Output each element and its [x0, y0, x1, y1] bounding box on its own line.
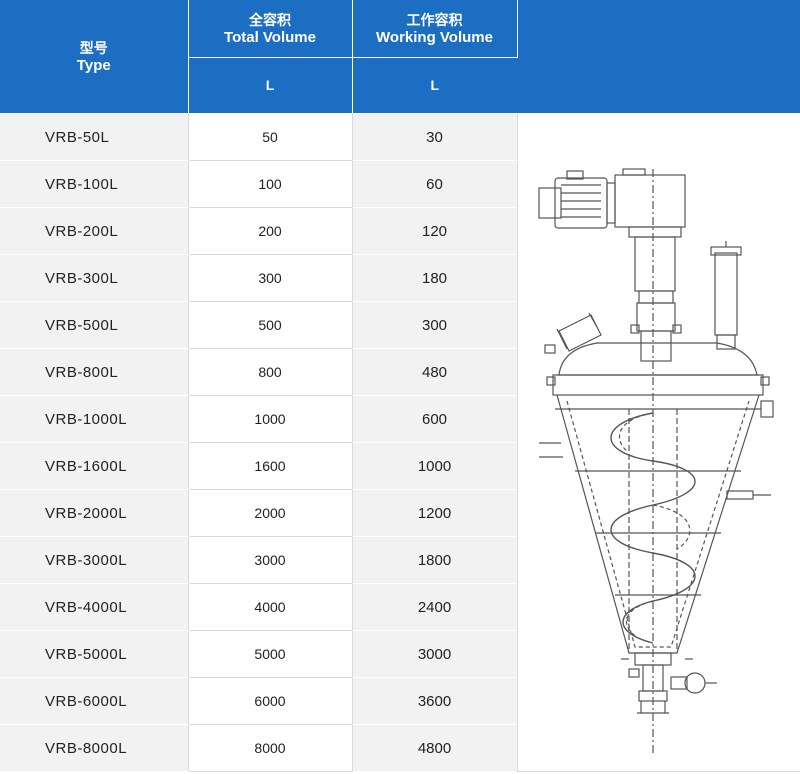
- cell-diagram: [516, 113, 800, 772]
- cell-working-volume: 1000: [352, 442, 518, 490]
- header-total-zh: 全容积: [249, 11, 291, 28]
- cell-total-volume: 5000: [188, 630, 353, 678]
- cell-working-volume: 3000: [352, 630, 518, 678]
- manhole-icon: [544, 312, 602, 354]
- cell-type: VRB-500L: [0, 301, 189, 349]
- header-unit-working: L: [352, 57, 517, 114]
- cell-total-volume: 50: [188, 113, 353, 161]
- header-working-zh: 工作容积: [406, 11, 463, 28]
- cell-working-volume: 2400: [352, 583, 518, 631]
- conical-screw-mixer-drawing: [517, 113, 800, 774]
- cell-working-volume: 180: [352, 254, 518, 302]
- cell-working-volume: 30: [352, 113, 518, 161]
- cell-working-volume: 1200: [352, 489, 518, 537]
- header-type-zh: 型号: [79, 39, 108, 56]
- header-working-volume: 工作容积 Working Volume: [352, 0, 518, 58]
- cell-type: VRB-2000L: [0, 489, 189, 537]
- cell-working-volume: 1800: [352, 536, 518, 584]
- filter-pipe-icon: [710, 241, 742, 350]
- header-unit-total: L: [188, 57, 353, 114]
- screw-helix-icon: [610, 409, 696, 653]
- header-total-volume: 全容积 Total Volume: [188, 0, 353, 58]
- cell-type: VRB-50L: [0, 113, 189, 161]
- cell-total-volume: 500: [188, 301, 353, 349]
- cell-type: VRB-1000L: [0, 395, 189, 443]
- cell-total-volume: 1600: [188, 442, 353, 490]
- cell-working-volume: 3600: [352, 677, 518, 725]
- cell-type: VRB-100L: [0, 160, 189, 208]
- gearbox-icon: [614, 168, 686, 238]
- cell-total-volume: 300: [188, 254, 353, 302]
- cell-total-volume: 4000: [188, 583, 353, 631]
- vessel-head-icon: [546, 342, 770, 396]
- cell-type: VRB-200L: [0, 207, 189, 255]
- discharge-valve-icon: [621, 652, 717, 714]
- header-total-en: Total Volume: [224, 28, 316, 46]
- cell-type: VRB-6000L: [0, 677, 189, 725]
- cell-working-volume: 60: [352, 160, 518, 208]
- header-blank: [517, 0, 800, 114]
- cell-working-volume: 4800: [352, 724, 518, 772]
- cell-type: VRB-8000L: [0, 724, 189, 772]
- header-row-titles: 型号 Type 全容积 Total Volume 工作容积 Working Vo…: [0, 0, 800, 114]
- cell-total-volume: 800: [188, 348, 353, 396]
- cell-type: VRB-4000L: [0, 583, 189, 631]
- cone-body-icon: [539, 394, 774, 654]
- cell-type: VRB-5000L: [0, 630, 189, 678]
- cell-working-volume: 300: [352, 301, 518, 349]
- header-type: 型号 Type: [0, 0, 189, 114]
- cell-working-volume: 120: [352, 207, 518, 255]
- cell-type: VRB-1600L: [0, 442, 189, 490]
- cell-working-volume: 480: [352, 348, 518, 396]
- cell-total-volume: 8000: [188, 724, 353, 772]
- cell-total-volume: 6000: [188, 677, 353, 725]
- header-working-en: Working Volume: [376, 28, 493, 46]
- motor-icon: [538, 170, 616, 229]
- cell-type: VRB-800L: [0, 348, 189, 396]
- cell-total-volume: 200: [188, 207, 353, 255]
- cell-type: VRB-300L: [0, 254, 189, 302]
- cell-total-volume: 3000: [188, 536, 353, 584]
- cell-total-volume: 100: [188, 160, 353, 208]
- cell-type: VRB-3000L: [0, 536, 189, 584]
- header-row-units: L L: [0, 57, 800, 114]
- header-type-en: Type: [76, 56, 111, 74]
- cell-total-volume: 1000: [188, 395, 353, 443]
- mixer-diagram-icon: [538, 168, 774, 753]
- cell-total-volume: 2000: [188, 489, 353, 537]
- cell-working-volume: 600: [352, 395, 518, 443]
